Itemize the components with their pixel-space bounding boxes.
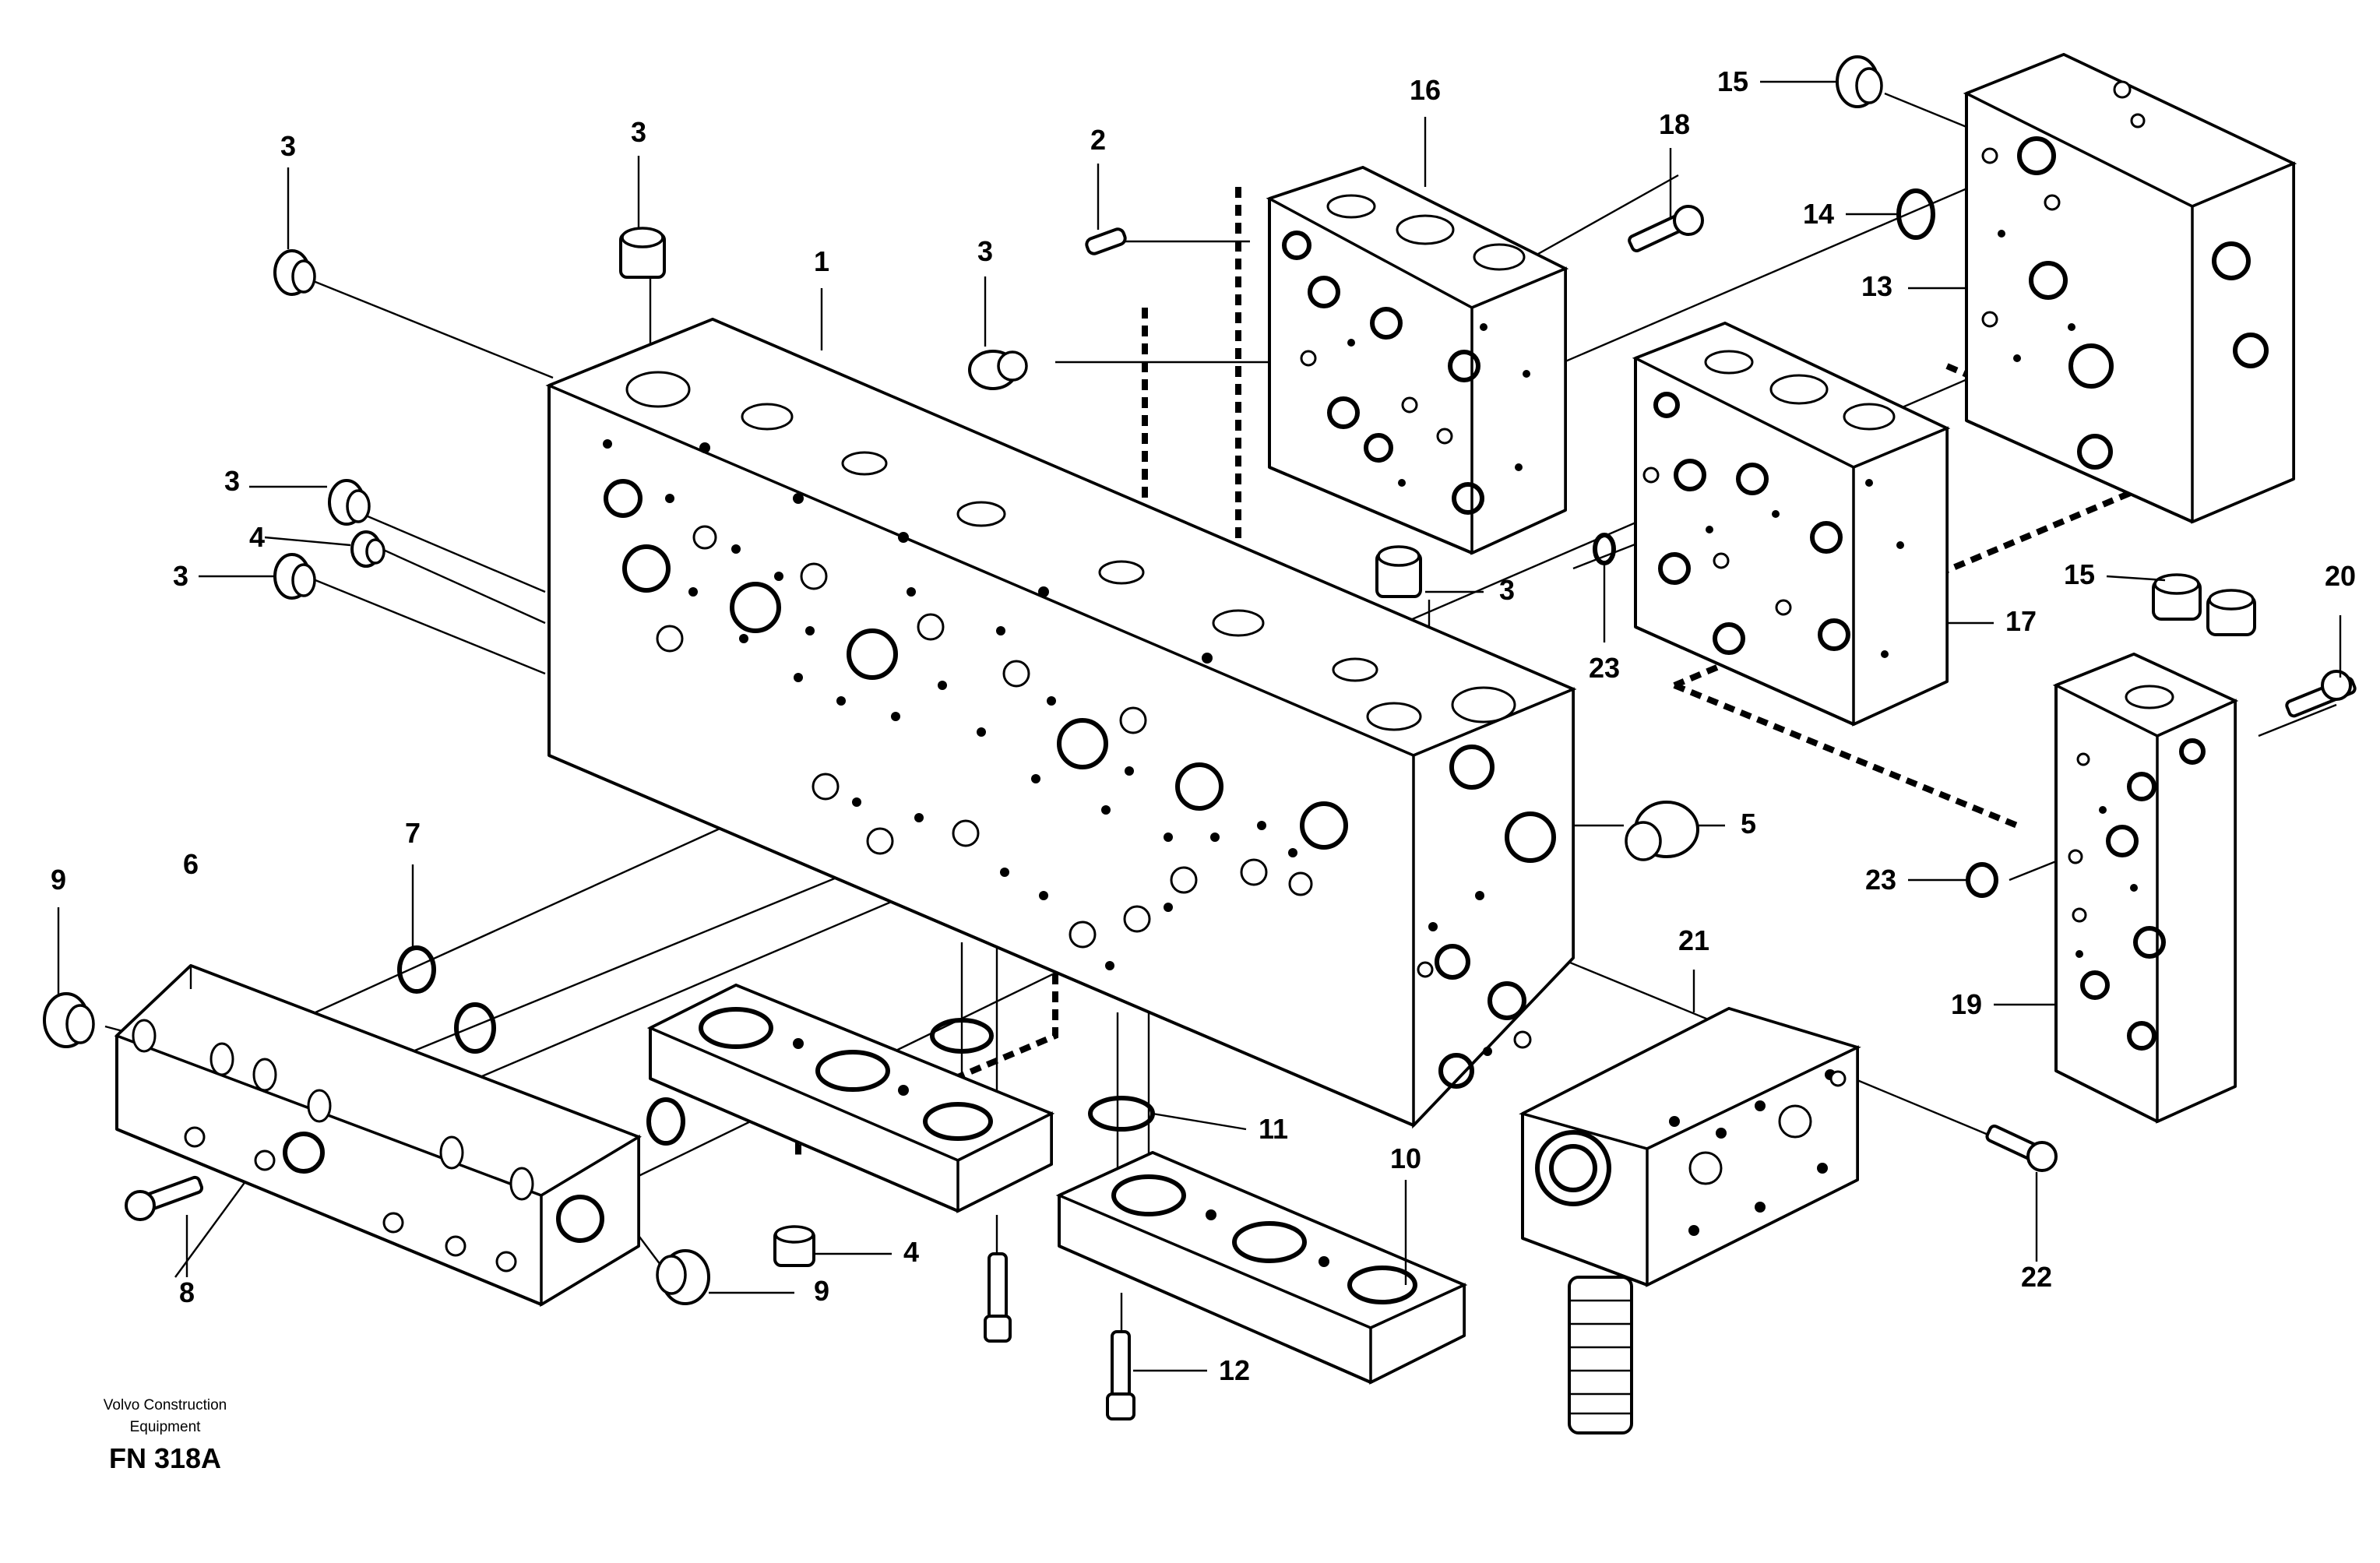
callout-12: 12 xyxy=(1219,1354,1250,1386)
cover-plate xyxy=(646,984,1055,1213)
plug-icon xyxy=(619,227,666,279)
callout-11: 11 xyxy=(1259,1113,1288,1145)
callout-1: 1 xyxy=(814,245,829,277)
section-block-16 xyxy=(1266,166,1569,555)
plug-icon xyxy=(273,249,316,296)
callout-19: 19 xyxy=(1951,988,1982,1020)
knob-icon xyxy=(1625,801,1699,861)
section-block-17 xyxy=(1632,322,1951,727)
callout-4: 4 xyxy=(249,521,265,553)
side-block-19 xyxy=(2052,653,2239,1124)
plug-icon xyxy=(968,350,1028,390)
callout-9: 9 xyxy=(51,864,66,896)
callout-18: 18 xyxy=(1659,108,1690,140)
screw-icon xyxy=(1985,1125,2058,1172)
drawing-credit: Volvo Construction Equipment FN 318A xyxy=(104,1397,227,1474)
plug-icon xyxy=(350,530,386,568)
block-1-end-ports xyxy=(1417,745,1556,1089)
callout-3: 3 xyxy=(977,235,993,267)
callout-8: 8 xyxy=(179,1276,195,1308)
callout-15: 15 xyxy=(1717,65,1748,97)
callout-7: 7 xyxy=(405,817,421,849)
screw-icon xyxy=(1106,1330,1135,1420)
plug-icon xyxy=(2206,589,2256,636)
callout-23: 23 xyxy=(1865,864,1896,896)
plug-icon xyxy=(328,479,371,526)
block-1-front-ports xyxy=(603,439,1348,970)
main-valve-block xyxy=(545,318,1577,1129)
callout-21: 21 xyxy=(1678,924,1709,956)
pilot-valve-21 xyxy=(1519,1007,1861,1435)
screw-icon xyxy=(2285,670,2357,718)
callout-10: 10 xyxy=(1390,1142,1421,1174)
block-1-top-holes xyxy=(625,371,1516,731)
callout-9: 9 xyxy=(814,1275,829,1307)
credit-line-2: Equipment xyxy=(130,1419,202,1435)
section-block-13 xyxy=(1963,53,2297,524)
callout-labels: 1 2 3 3 3 3 3 3 4 4 5 6 7 8 9 9 10 11 12… xyxy=(51,65,2356,1386)
callout-3: 3 xyxy=(1499,574,1515,606)
callout-22: 22 xyxy=(2021,1261,2052,1293)
screw-icon xyxy=(984,1252,1012,1343)
callout-3: 3 xyxy=(224,465,240,497)
cover-plate-10 xyxy=(1055,1151,1468,1385)
plug-icon xyxy=(773,1225,815,1267)
callout-2: 2 xyxy=(1090,124,1106,156)
screw-icon xyxy=(125,1175,204,1221)
end-manifold-6 xyxy=(114,963,642,1308)
plug-icon xyxy=(273,553,316,600)
callout-3: 3 xyxy=(173,560,188,592)
callout-16: 16 xyxy=(1410,74,1441,106)
plug-icon xyxy=(1836,55,1883,108)
fasteners xyxy=(43,55,2357,1420)
pin-icon xyxy=(1085,227,1127,255)
callout-13: 13 xyxy=(1861,270,1892,302)
plug-icon xyxy=(656,1249,710,1305)
callout-5: 5 xyxy=(1741,808,1756,840)
callout-23: 23 xyxy=(1589,652,1620,684)
callout-20: 20 xyxy=(2325,560,2356,592)
plug-icon xyxy=(43,992,95,1048)
pilot-valve-threaded-stem xyxy=(1568,1276,1633,1435)
callout-14: 14 xyxy=(1803,198,1834,230)
callout-17: 17 xyxy=(2005,605,2037,637)
callout-6: 6 xyxy=(183,848,199,880)
callout-4: 4 xyxy=(903,1236,919,1268)
plug-icon xyxy=(2152,573,2202,621)
callout-15: 15 xyxy=(2064,558,2095,590)
callout-3: 3 xyxy=(280,130,296,162)
screw-icon xyxy=(1628,205,1704,252)
plug-icon xyxy=(1375,545,1422,598)
callout-leaders xyxy=(57,80,2342,1372)
credit-line-1: Volvo Construction xyxy=(104,1397,227,1413)
callout-3: 3 xyxy=(631,116,646,148)
figure-id: FN 318A xyxy=(109,1442,221,1474)
